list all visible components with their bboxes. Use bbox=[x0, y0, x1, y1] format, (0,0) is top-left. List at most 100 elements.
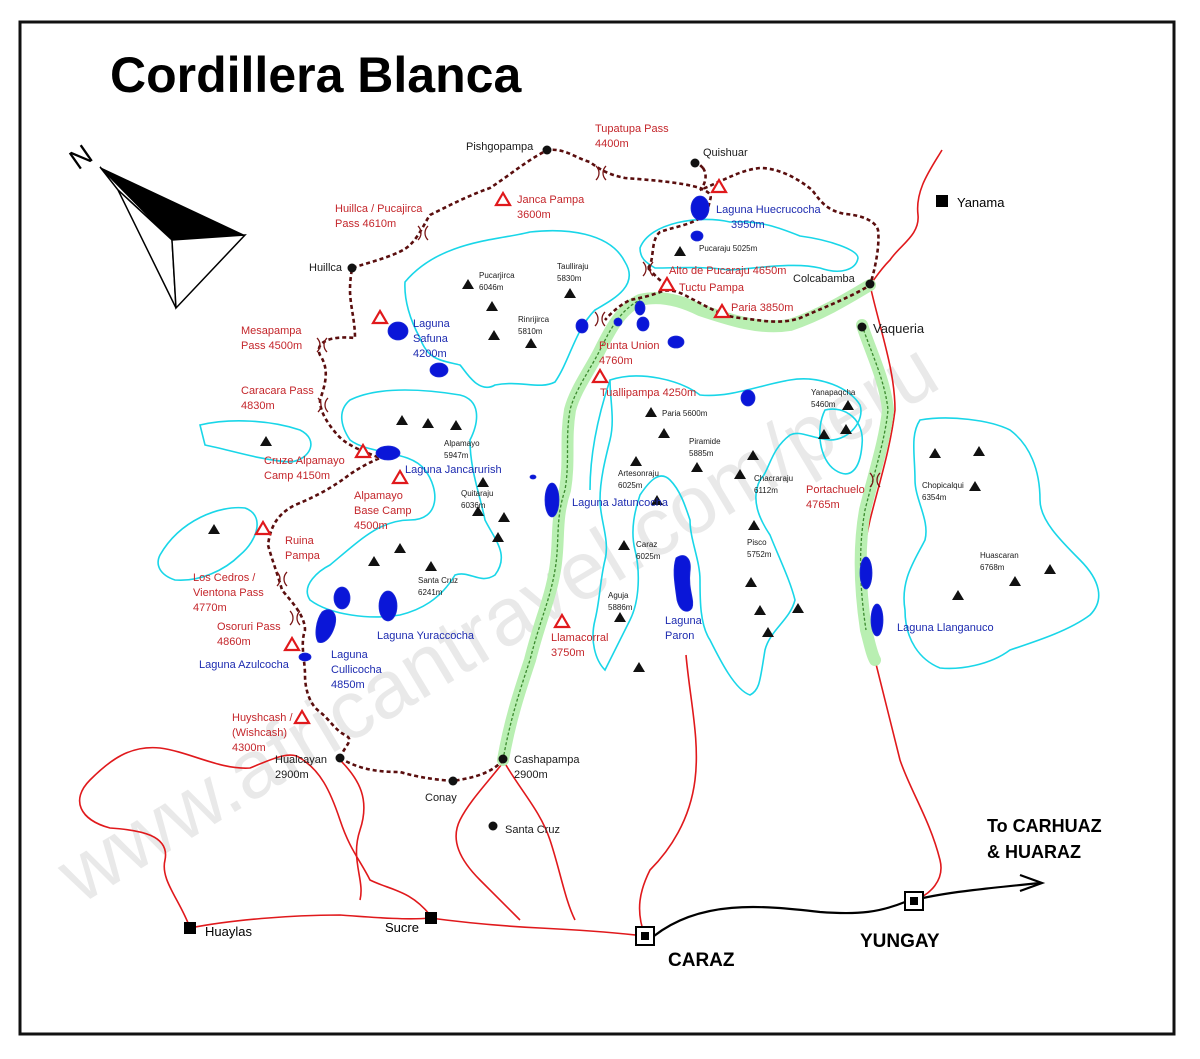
camp-icon bbox=[658, 275, 676, 292]
peak-icon bbox=[1009, 576, 1021, 586]
peak-icon bbox=[208, 524, 220, 534]
peak-icon bbox=[929, 448, 941, 458]
pass-icon bbox=[869, 472, 881, 488]
peak-icon bbox=[450, 420, 462, 430]
camp-label: 3600m bbox=[517, 209, 551, 221]
village-label: Colcabamba bbox=[793, 273, 856, 285]
peak-icon bbox=[260, 436, 272, 446]
lake-llanganuco bbox=[859, 556, 873, 590]
pass-label: Huillca / Pucajirca bbox=[335, 203, 423, 215]
camp-icon bbox=[710, 177, 728, 194]
pass-label: Punta Union bbox=[599, 340, 660, 352]
pass-label: Caracara Pass bbox=[241, 385, 314, 397]
lake-label: Laguna Huecrucocha bbox=[716, 204, 821, 216]
village-label: 2900m bbox=[275, 769, 309, 781]
pass-label: 4765m bbox=[806, 499, 840, 511]
camp-label: Tuctu Pampa bbox=[679, 282, 745, 294]
peak-label: 6046m bbox=[479, 283, 504, 292]
town-square-icon bbox=[184, 922, 196, 934]
peak-icon bbox=[840, 424, 852, 434]
camp-label: Paria 3850m bbox=[731, 302, 793, 314]
camp-icon bbox=[494, 190, 512, 207]
pass-label: Pass 4610m bbox=[335, 218, 396, 230]
peak-label: Paria 5600m bbox=[662, 409, 708, 418]
peak-icon bbox=[658, 428, 670, 438]
peak-icon bbox=[564, 288, 576, 298]
peak-icon bbox=[425, 561, 437, 571]
peak-icon bbox=[525, 338, 537, 348]
village-label: Huillca bbox=[309, 262, 343, 274]
peak-label: 6025m bbox=[618, 481, 643, 490]
camp-icon bbox=[283, 635, 301, 652]
lake-label: Paron bbox=[665, 630, 694, 642]
village-dot bbox=[335, 753, 345, 763]
pass-label: 4760m bbox=[599, 355, 633, 367]
destination-label-line1: To CARHUAZ bbox=[987, 816, 1102, 836]
road-santa-cruz bbox=[455, 759, 521, 921]
pass-label: 4400m bbox=[595, 138, 629, 150]
village-dot bbox=[448, 776, 458, 786]
north-arrow-icon: N bbox=[64, 139, 247, 310]
pass-label: 4770m bbox=[193, 602, 227, 614]
camp-icon bbox=[391, 468, 409, 485]
peak-icon bbox=[633, 662, 645, 672]
peak-label: 6112m bbox=[754, 486, 778, 495]
lake-label: 3950m bbox=[731, 219, 765, 231]
camp-label: Base Camp bbox=[354, 505, 411, 517]
peak-label: 5886m bbox=[608, 603, 633, 612]
camp-label: Ruina bbox=[285, 535, 315, 547]
pass-icon bbox=[594, 311, 606, 327]
pass-icon bbox=[417, 225, 429, 241]
map-frame bbox=[18, 20, 1176, 1036]
camp-label: Huyshcash / bbox=[232, 712, 293, 724]
lake-label: Laguna bbox=[413, 318, 451, 330]
peak-icon bbox=[614, 612, 626, 622]
peak-label: 5752m bbox=[747, 550, 772, 559]
lake-jancarurish bbox=[375, 445, 401, 461]
camp-icon bbox=[553, 612, 571, 629]
village-dot bbox=[498, 754, 508, 764]
road-huaylas-loop bbox=[78, 746, 431, 929]
peak-label: Chacraraju bbox=[754, 474, 793, 483]
camp-icon bbox=[354, 442, 372, 459]
town-square-icon bbox=[936, 195, 948, 207]
highway-caraz-yungay bbox=[653, 900, 906, 937]
lake-jatuncocha bbox=[544, 482, 560, 518]
peak-icon bbox=[792, 603, 804, 613]
peak-label: Aguja bbox=[608, 591, 629, 600]
lake-label: Safuna bbox=[413, 333, 449, 345]
lake-label: 4850m bbox=[331, 679, 365, 691]
lake-label: Laguna Jatuncocha bbox=[572, 497, 669, 509]
villages bbox=[335, 145, 875, 831]
village-label: Quishuar bbox=[703, 147, 748, 159]
camp-label: Alto de Pucaraju 4650m bbox=[669, 265, 786, 277]
valley-highlights bbox=[497, 279, 894, 766]
arrow-right-icon bbox=[1019, 873, 1046, 893]
pass-label: Los Cedros / bbox=[193, 572, 256, 584]
camp-label: Camp 4150m bbox=[264, 470, 330, 482]
highway-to-huaraz bbox=[922, 881, 1041, 900]
peak-icon bbox=[472, 506, 484, 516]
village-dot bbox=[488, 821, 498, 831]
peak-icon bbox=[645, 407, 657, 417]
city-square-icon bbox=[910, 897, 918, 905]
city-label-yungay: YUNGAY bbox=[860, 931, 940, 952]
peak-icon bbox=[498, 512, 510, 522]
lake-azulcocha bbox=[298, 652, 312, 662]
peak-label: 5885m bbox=[689, 449, 714, 458]
pass-icon bbox=[595, 165, 607, 181]
lake-label: Cullicocha bbox=[331, 664, 383, 676]
peak-icon bbox=[691, 462, 703, 472]
peak-icon bbox=[748, 520, 760, 530]
lake-label: Laguna Jancarurish bbox=[405, 464, 502, 476]
peak-icon bbox=[368, 556, 380, 566]
pass-icon bbox=[276, 571, 288, 587]
peak-icon bbox=[762, 627, 774, 637]
peak-label: Rinrijirca bbox=[518, 315, 550, 324]
pass-icon bbox=[642, 261, 654, 277]
camp-label: (Wishcash) bbox=[232, 727, 287, 739]
village-dot bbox=[865, 279, 875, 289]
pass-icon bbox=[317, 397, 329, 413]
peak-icon bbox=[745, 577, 757, 587]
glacier-outlines bbox=[157, 218, 1100, 696]
